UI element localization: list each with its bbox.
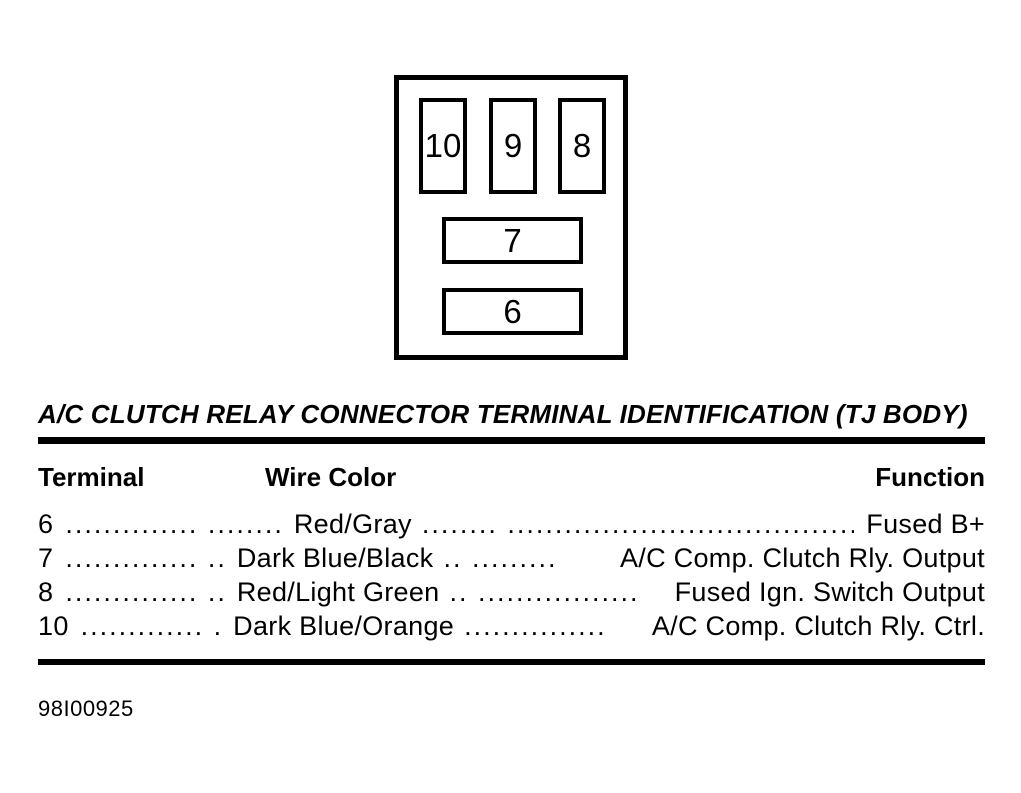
terminal-number: 6 bbox=[38, 509, 54, 539]
table-row-terminal-8: 8 .............. .. Red/Light Green .. ....… bbox=[38, 575, 985, 609]
table-row-terminal-6: 6 .............. ........ Red/Gray........… bbox=[38, 507, 985, 541]
row-left-segment: 8 .............. .. Red/Light Green .. ....… bbox=[38, 575, 663, 609]
dot-leader: ........ ...............................… bbox=[421, 509, 855, 539]
ac-clutch-relay-connector-diagram: 10 9 8 7 6 bbox=[394, 75, 628, 360]
wire-color-value: Dark Blue/Black bbox=[236, 543, 434, 573]
connector-pin-box-7: 7 bbox=[442, 217, 583, 264]
pin-label-8: 8 bbox=[572, 127, 592, 164]
pin-label-9: 9 bbox=[503, 127, 523, 164]
column-header-wire-color: Wire Color bbox=[265, 462, 397, 492]
function-value: A/C Comp. Clutch Rly. Output bbox=[619, 543, 985, 573]
pin-label-10: 10 bbox=[424, 127, 462, 164]
figure-code: 98I00925 bbox=[38, 696, 134, 721]
terminal-number: 8 bbox=[38, 577, 54, 607]
table-row-terminal-7: 7 .............. .. Dark Blue/Black .. ....… bbox=[38, 541, 985, 575]
dot-leader: .. ......... bbox=[443, 543, 558, 573]
connector-pin-box-9: 9 bbox=[489, 98, 537, 194]
terminal-number: 10 bbox=[38, 611, 69, 641]
table-bottom-rule bbox=[38, 659, 985, 665]
dot-leader: .. ................. bbox=[449, 577, 640, 607]
table-row-terminal-10: 10 ............. . Dark Blue/Orange.......… bbox=[38, 609, 985, 643]
wire-color-value: Red/Gray bbox=[293, 509, 412, 539]
column-header-function: Function bbox=[875, 462, 985, 492]
function-value: Fused B+ bbox=[866, 509, 985, 539]
terminal-number: 7 bbox=[38, 543, 54, 573]
function-value: Fused Ign. Switch Output bbox=[674, 577, 985, 607]
table-body: 6 .............. ........ Red/Gray........… bbox=[38, 507, 985, 643]
wire-color-value: Red/Light Green bbox=[236, 577, 440, 607]
column-header-terminal: Terminal bbox=[38, 462, 145, 492]
table-header-row: Terminal Wire Color Function bbox=[38, 462, 985, 493]
terminal-identification-section: A/C CLUTCH RELAY CONNECTOR TERMINAL IDEN… bbox=[38, 399, 985, 722]
dot-leader: .............. .. bbox=[65, 577, 227, 607]
pin-label-7: 7 bbox=[503, 221, 522, 259]
page-title: A/C CLUTCH RELAY CONNECTOR TERMINAL IDEN… bbox=[38, 399, 985, 444]
row-left-segment: 7 .............. .. Dark Blue/Black .. ....… bbox=[38, 541, 608, 575]
dot-leader: ............... bbox=[464, 611, 607, 641]
wire-color-value: Dark Blue/Orange bbox=[233, 611, 455, 641]
connector-pin-box-6: 6 bbox=[442, 288, 583, 335]
connector-pin-box-8: 8 bbox=[558, 98, 606, 194]
function-value: A/C Comp. Clutch Rly. Ctrl. bbox=[651, 611, 985, 641]
row-left-segment: 6 .............. ........ Red/Gray........… bbox=[38, 507, 854, 541]
dot-leader: .............. .. bbox=[65, 543, 227, 573]
connector-pin-box-10: 10 bbox=[419, 98, 467, 194]
dot-leader: .............. ........ bbox=[65, 509, 284, 539]
row-left-segment: 10 ............. . Dark Blue/Orange.......… bbox=[38, 609, 640, 643]
pin-label-6: 6 bbox=[503, 292, 522, 330]
dot-leader: ............. . bbox=[80, 611, 224, 641]
